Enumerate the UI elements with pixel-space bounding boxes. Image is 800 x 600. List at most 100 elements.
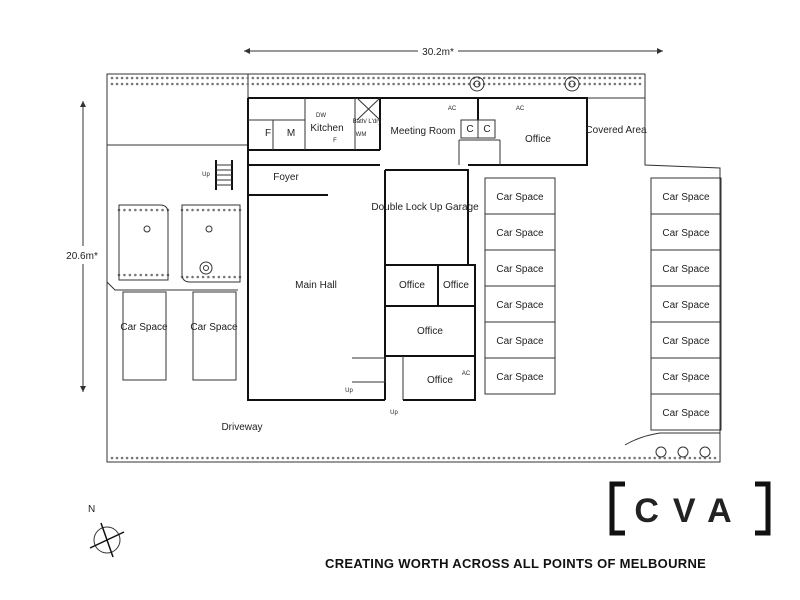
landscape-dot [673, 456, 677, 460]
car-space-label: Car Space [662, 372, 710, 383]
landscape-dot [623, 76, 627, 80]
kitchen-label: Kitchen [310, 123, 343, 134]
landscape-dot [387, 76, 390, 80]
landscape-dot [130, 82, 134, 86]
landscape-dot [492, 82, 496, 86]
landscape-dot [367, 76, 370, 80]
landscape-dot [145, 456, 149, 460]
landscape-dot [608, 82, 612, 86]
car-space-label: Car Space [662, 408, 710, 419]
landscape-dot [417, 82, 421, 86]
landscape-dot [543, 76, 546, 80]
landscape-dot [256, 456, 260, 460]
landscape-dot [547, 456, 551, 460]
landscape-dot [139, 208, 143, 212]
landscape-dot [216, 456, 219, 460]
landscape-dot [543, 82, 546, 86]
landscape-dot [422, 76, 426, 80]
garage-label: Double Lock Up Garage [371, 202, 479, 213]
landscape-dot [357, 82, 360, 86]
landscape-dot [311, 82, 315, 86]
landscape-dot [125, 76, 129, 80]
landscape-dot [492, 456, 496, 460]
landscape-dot [552, 456, 556, 460]
landscape-dot [326, 82, 330, 86]
ac-label: AC [516, 106, 525, 112]
landscape-dot [638, 82, 642, 86]
landscape-dot [196, 82, 199, 86]
landscape-dot [372, 456, 375, 460]
landscape-dot [377, 76, 380, 80]
landscape-dot [623, 82, 627, 86]
landscape-dot [306, 76, 310, 80]
landscape-dot [201, 76, 204, 80]
landscape-dot [206, 82, 209, 86]
depth-dimension: 20.6m* [66, 101, 98, 392]
room-labels: Meeting Room Office Covered Area Kitchen… [202, 106, 647, 433]
landscape-dot [366, 456, 370, 460]
landscape-dot [266, 76, 270, 80]
landscape-dot [462, 456, 466, 460]
landscape-dot [211, 456, 214, 460]
landscape-dot [367, 82, 370, 86]
site-boundary [106, 73, 721, 463]
landscape-dot [301, 76, 305, 80]
landscape-dot [246, 76, 250, 80]
landscape-dot [467, 76, 471, 80]
landscape-dot [523, 76, 526, 80]
landscape-dot [311, 76, 315, 80]
landscape-dot [633, 76, 637, 80]
washing-machine-label: WM [356, 132, 367, 138]
landscape-dot [553, 76, 556, 80]
landscape-dot [502, 76, 506, 80]
landscape-dot [693, 456, 697, 460]
landscape-dot [548, 76, 551, 80]
landscape-dot [186, 456, 189, 460]
landscape-dot [432, 76, 436, 80]
landscape-dot [618, 76, 622, 80]
landscape-dot [492, 76, 496, 80]
landscape-dot [181, 456, 184, 460]
landscape-dot [633, 456, 636, 460]
landscape-dot [233, 208, 237, 212]
landscape-dot [271, 82, 275, 86]
landscape-dot [442, 456, 445, 460]
landscape-dot [392, 76, 395, 80]
landscape-dot [598, 82, 602, 86]
landscape-dot [266, 456, 270, 460]
landscape-dot [528, 76, 531, 80]
landscape-dot [382, 82, 385, 86]
landscape-dot [457, 76, 461, 80]
landscape-dot [321, 76, 325, 80]
landscape-dot [648, 456, 651, 460]
landscape-dot [628, 76, 632, 80]
landscape-dot [507, 76, 511, 80]
landscape-dot [341, 456, 345, 460]
landscape-dot [251, 76, 255, 80]
landscape-dot [110, 456, 114, 460]
landscape-dot [191, 275, 194, 279]
landscape-dot [593, 76, 597, 80]
landscape-dot [212, 208, 215, 212]
landscape-dot [653, 456, 656, 460]
landscape-dot [603, 456, 606, 460]
landscape-dot [487, 456, 491, 460]
stair-up-label: Up [345, 388, 353, 394]
landscape-dot [261, 82, 265, 86]
landscape-dot [432, 456, 435, 460]
landscape-dot [487, 82, 491, 86]
landscape-dot [447, 82, 451, 86]
landscape-dot [593, 456, 596, 460]
landscape-dot [377, 82, 380, 86]
landscape-dot [296, 82, 300, 86]
car-space-label: Car Space [662, 192, 710, 203]
landscape-dot [387, 82, 390, 86]
stair-up-label: Up [202, 172, 210, 178]
landscape-dot [123, 273, 126, 277]
landscape-dot [291, 82, 295, 86]
landscape-dot [155, 76, 159, 80]
landscape-dot [502, 456, 506, 460]
landscape-dot [236, 82, 240, 86]
